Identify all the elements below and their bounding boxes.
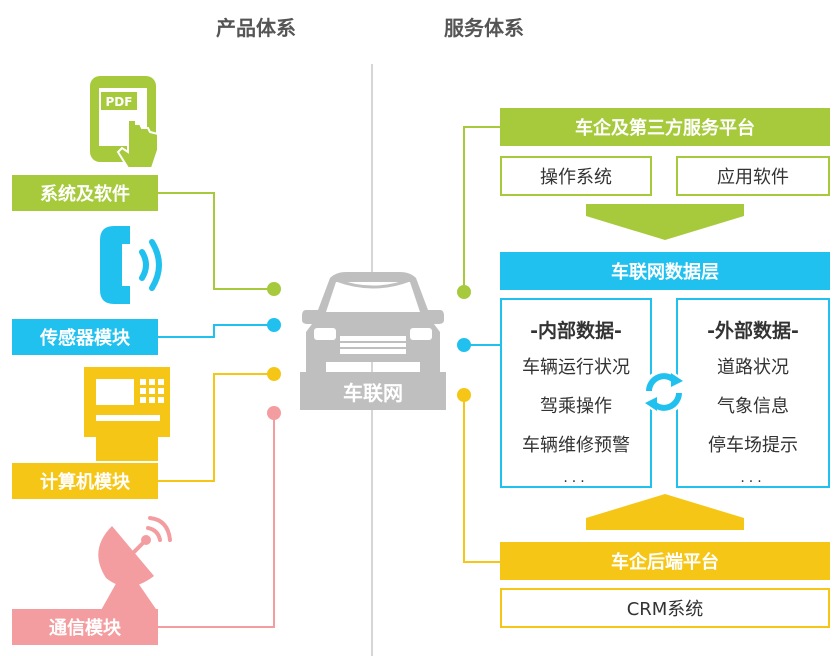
dot-platform-top <box>457 285 471 299</box>
dot-comm <box>267 406 281 420</box>
phone-signal-icon <box>100 226 162 304</box>
connector-platform-top <box>463 126 500 292</box>
platform-top-item-os: 操作系统 <box>500 156 652 196</box>
module-computer-label: 计算机模块 <box>12 463 158 499</box>
external-data-item: 停车场提示 <box>708 435 798 456</box>
pdf-tablet-icon: PDF <box>90 76 159 169</box>
connector-computer <box>158 373 274 482</box>
dot-computer <box>267 367 281 381</box>
internal-data-more: ... <box>563 470 589 486</box>
module-sensor-label: 传感器模块 <box>12 319 158 355</box>
internal-data-item: 驾乘操作 <box>540 396 612 417</box>
service-system-heading: 服务体系 <box>444 16 524 40</box>
up-arrow-icon <box>586 494 744 530</box>
platform-bottom-title: 车企后端平台 <box>500 542 830 580</box>
external-data-title: -外部数据- <box>707 320 799 342</box>
external-data-item: 道路状况 <box>717 357 789 378</box>
external-data-more: ... <box>740 470 766 486</box>
internal-data-title: -内部数据- <box>530 320 622 342</box>
product-system-heading: 产品体系 <box>216 16 296 40</box>
connector-comm <box>158 413 275 628</box>
sync-icon <box>642 370 686 414</box>
satellite-dish-icon <box>98 516 172 612</box>
platform-top-title: 车企及第三方服务平台 <box>500 108 830 146</box>
center-label: 车联网 <box>300 372 446 410</box>
connector-platform-bottom <box>463 395 500 563</box>
atm-terminal-icon <box>84 367 170 461</box>
external-data-panel: -外部数据- 道路状况 气象信息 停车场提示 ... <box>676 298 830 488</box>
data-layer-title: 车联网数据层 <box>500 252 830 290</box>
down-arrow-icon <box>586 204 744 240</box>
internal-data-panel: -内部数据- 车辆运行状况 驾乘操作 车辆维修预警 ... <box>500 298 652 488</box>
svg-text:PDF: PDF <box>106 95 133 109</box>
dot-sensor <box>267 318 281 332</box>
internal-data-item: 车辆运行状况 <box>522 357 630 378</box>
connector-sensor <box>158 324 274 338</box>
dot-platform-bottom <box>457 388 471 402</box>
module-software-label: 系统及软件 <box>12 175 158 211</box>
dot-data-layer <box>457 338 471 352</box>
external-data-item: 气象信息 <box>717 396 789 417</box>
internal-data-item: 车辆维修预警 <box>522 435 630 456</box>
platform-bottom-item-crm: CRM系统 <box>500 588 830 628</box>
car-icon <box>302 272 444 372</box>
module-comm-label: 通信模块 <box>12 609 158 645</box>
platform-top-item-app: 应用软件 <box>676 156 830 196</box>
connector-software <box>158 192 274 290</box>
dot-software <box>267 282 281 296</box>
